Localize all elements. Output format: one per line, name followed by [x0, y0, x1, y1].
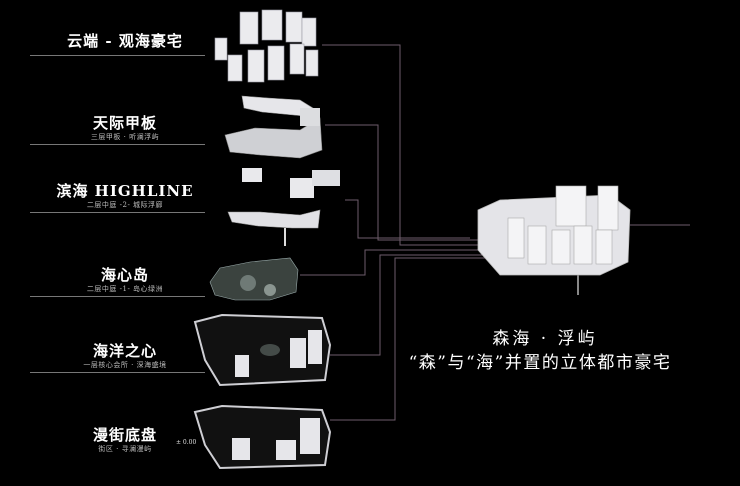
- layer-subtitle-sky-deck: 三层甲板 · 听澜浮屿: [90, 133, 160, 141]
- layer-title-ocean-heart: 海洋之心: [92, 342, 157, 360]
- highline-bridge: [227, 168, 340, 246]
- sky-deck: [224, 95, 323, 159]
- main-title: 森海 · 浮屿: [492, 329, 598, 349]
- layer-subtitle-highline: 二层中庭 -2- 城际浮廊: [86, 201, 164, 209]
- layer-subtitle-ocean-heart: 一层核心会所 · 深海盛境: [83, 361, 167, 369]
- layer-divider: [30, 296, 205, 297]
- elevation-label: ± 0.00: [176, 439, 197, 446]
- layer-subtitle-heart-island: 二层中庭 -1- 岛心绿洲: [86, 285, 164, 293]
- layer-subtitle-street-base: 街区 · 寻澜漫屿: [98, 445, 152, 453]
- layer-title-heart-island: 海心岛: [100, 266, 149, 284]
- layer-title-cloud: 云端 - 观海豪宅: [67, 32, 183, 50]
- layer-title-street-base: 漫街底盘: [92, 426, 157, 444]
- tower-cluster: [214, 9, 319, 83]
- street-base-plate: [193, 404, 332, 470]
- main-subtitle: “森”与“海”并置的立体都市豪宅: [408, 353, 672, 373]
- ocean-heart-plate: [193, 313, 332, 387]
- connector-lines: [300, 44, 690, 421]
- layer-divider: [30, 55, 205, 56]
- layer-divider: [30, 372, 205, 373]
- layer-title-highline: 滨海 HIGHLINE: [56, 182, 194, 200]
- layer-divider: [30, 212, 205, 213]
- composite-model: [477, 185, 631, 295]
- layer-title-sky-deck: 天际甲板: [92, 114, 157, 132]
- layer-divider: [30, 144, 205, 145]
- heart-island: [209, 257, 299, 301]
